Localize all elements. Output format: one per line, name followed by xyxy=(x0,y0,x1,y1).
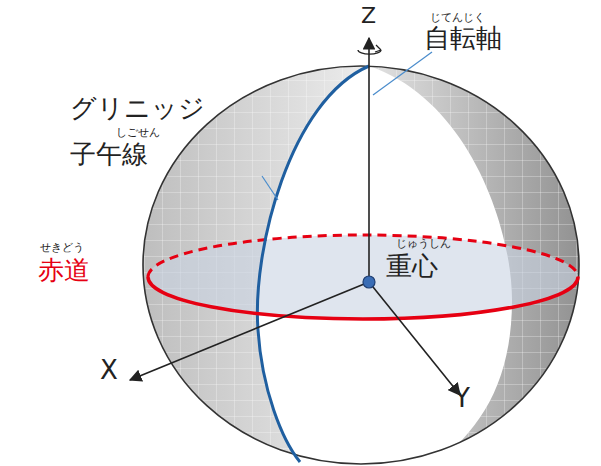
axis-leader xyxy=(373,52,432,95)
meridian-leader xyxy=(262,176,278,200)
ruby-text: せきどう xyxy=(40,242,84,254)
part-label: 子午線 xyxy=(70,140,148,169)
part-label: 赤道 xyxy=(38,256,90,285)
part-label: グリニッジ xyxy=(70,94,205,123)
greenwich-meridian xyxy=(257,66,369,462)
axis-label: X xyxy=(100,356,118,385)
x-axis xyxy=(130,282,369,380)
axis-label: Y xyxy=(454,384,470,413)
ruby-text: しごせん xyxy=(116,127,160,139)
equator-plane xyxy=(148,235,578,319)
z-axis xyxy=(368,38,370,282)
part-label: 重心 xyxy=(386,252,438,281)
equator-front xyxy=(148,277,578,319)
ruby-text: じゅうしん xyxy=(396,238,451,250)
equator-back xyxy=(148,235,578,277)
y-axis xyxy=(369,282,460,395)
ruby-text: じてんじく xyxy=(430,12,485,24)
center-of-mass-dot xyxy=(363,276,375,288)
axis-label: Z xyxy=(361,4,376,28)
part-label: 自転軸 xyxy=(424,24,502,53)
